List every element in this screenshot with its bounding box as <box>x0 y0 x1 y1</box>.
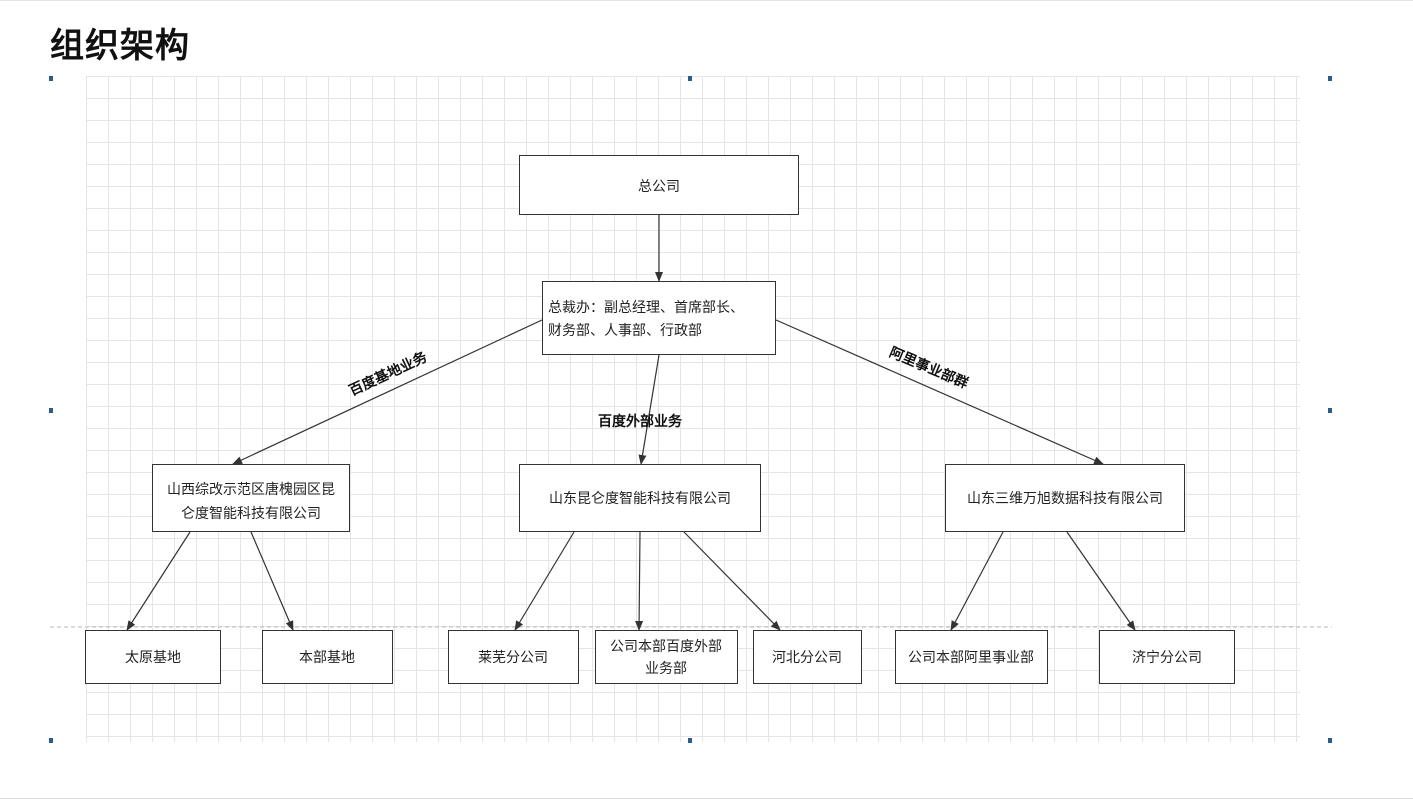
node-shanxi-label-line-2: 仑度智能科技有限公司 <box>181 506 321 522</box>
node-ali-hq[interactable]: 公司本部阿里事业部 <box>895 630 1048 684</box>
bottom-divider <box>0 798 1413 799</box>
node-laiwu-label: 莱芜分公司 <box>478 649 548 666</box>
node-ceo-office[interactable]: 总裁办：副总经理、首席部长、 财务部、人事部、行政部 <box>542 281 776 355</box>
resize-handle-middle-left[interactable] <box>49 408 53 413</box>
node-baidu-external-hq-label-line-1: 公司本部百度外部 <box>610 639 722 655</box>
node-laiwu-box <box>448 630 579 684</box>
node-laiwu[interactable]: 莱芜分公司 <box>448 630 579 684</box>
node-jining[interactable]: 济宁分公司 <box>1099 630 1235 684</box>
node-shanxi-box <box>152 464 350 532</box>
node-hq-box <box>519 155 799 215</box>
edge-label-baidu-external: 百度外部业务 <box>598 413 683 430</box>
node-benbu[interactable]: 本部基地 <box>262 630 393 684</box>
node-taiyuan-box <box>85 630 221 684</box>
node-ceo-office-label-line-1: 总裁办：副总经理、首席部长、 <box>548 300 744 316</box>
edge-shanxi-to-taiyuan <box>126 531 191 631</box>
node-taiyuan[interactable]: 太原基地 <box>85 630 221 684</box>
node-baidu-external-hq-label-line-2: 业务部 <box>645 661 687 677</box>
node-benbu-box <box>262 630 393 684</box>
edge-ceo-to-shanxi <box>232 319 543 465</box>
resize-handle-bottom-right[interactable] <box>1328 738 1332 743</box>
node-ali-hq-box <box>895 630 1048 684</box>
edge-sanwei-to-jining <box>1066 531 1136 631</box>
edge-ceo-to-shandong-sanwei <box>775 319 1104 465</box>
top-divider <box>0 0 1413 1</box>
node-jining-label: 济宁分公司 <box>1132 649 1202 666</box>
node-hebei-box <box>753 630 862 684</box>
node-ceo-office-label-line-2: 财务部、人事部、行政部 <box>548 323 702 339</box>
node-hq-label: 总公司 <box>638 179 680 195</box>
node-ali-hq-label: 公司本部阿里事业部 <box>908 650 1034 666</box>
edge-shanxi-to-benbu <box>250 531 294 631</box>
node-baidu-external-hq-box <box>595 630 738 684</box>
node-shandong-sanwei-label: 山东三维万旭数据科技有限公司 <box>967 491 1163 507</box>
node-shanxi[interactable]: 山西综改示范区唐槐园区昆 仑度智能科技有限公司 <box>152 464 350 532</box>
node-shandong-sanwei-box <box>945 464 1185 532</box>
resize-handle-middle-right[interactable] <box>1328 408 1332 413</box>
resize-handle-top-center[interactable] <box>688 76 692 81</box>
node-hebei[interactable]: 河北分公司 <box>753 630 862 684</box>
node-hebei-label: 河北分公司 <box>772 650 842 666</box>
resize-handle-top-left[interactable] <box>49 76 53 81</box>
edge-kunlun-to-laiwu <box>514 531 575 631</box>
node-benbu-label: 本部基地 <box>299 649 355 666</box>
edge-sanwei-to-ali-hq <box>950 531 1004 631</box>
resize-handle-bottom-left[interactable] <box>49 738 53 743</box>
node-shanxi-label-line-1: 山西综改示范区唐槐园区昆 <box>167 481 335 498</box>
edge-ceo-to-shandong-kunlun <box>638 354 660 465</box>
edge-kunlun-to-baidu-external-hq <box>635 531 644 631</box>
resize-handle-bottom-center[interactable] <box>688 738 692 743</box>
node-baidu-external-hq[interactable]: 公司本部百度外部 业务部 <box>595 630 738 684</box>
node-jining-box <box>1099 630 1235 684</box>
resize-handle-top-right[interactable] <box>1328 76 1332 81</box>
node-shandong-sanwei[interactable]: 山东三维万旭数据科技有限公司 <box>945 464 1185 532</box>
node-shandong-kunlun-label: 山东昆仑度智能科技有限公司 <box>549 491 731 507</box>
node-taiyuan-label: 太原基地 <box>125 649 181 666</box>
node-ceo-office-box <box>542 281 776 355</box>
node-shandong-kunlun[interactable]: 山东昆仑度智能科技有限公司 <box>519 464 761 532</box>
page-title: 组织架构 <box>50 26 190 66</box>
node-shandong-kunlun-box <box>519 464 761 532</box>
edge-kunlun-to-hebei <box>683 531 781 631</box>
node-hq[interactable]: 总公司 <box>519 155 799 215</box>
edge-label-ali-group: 阿里事业部群 <box>887 344 971 392</box>
